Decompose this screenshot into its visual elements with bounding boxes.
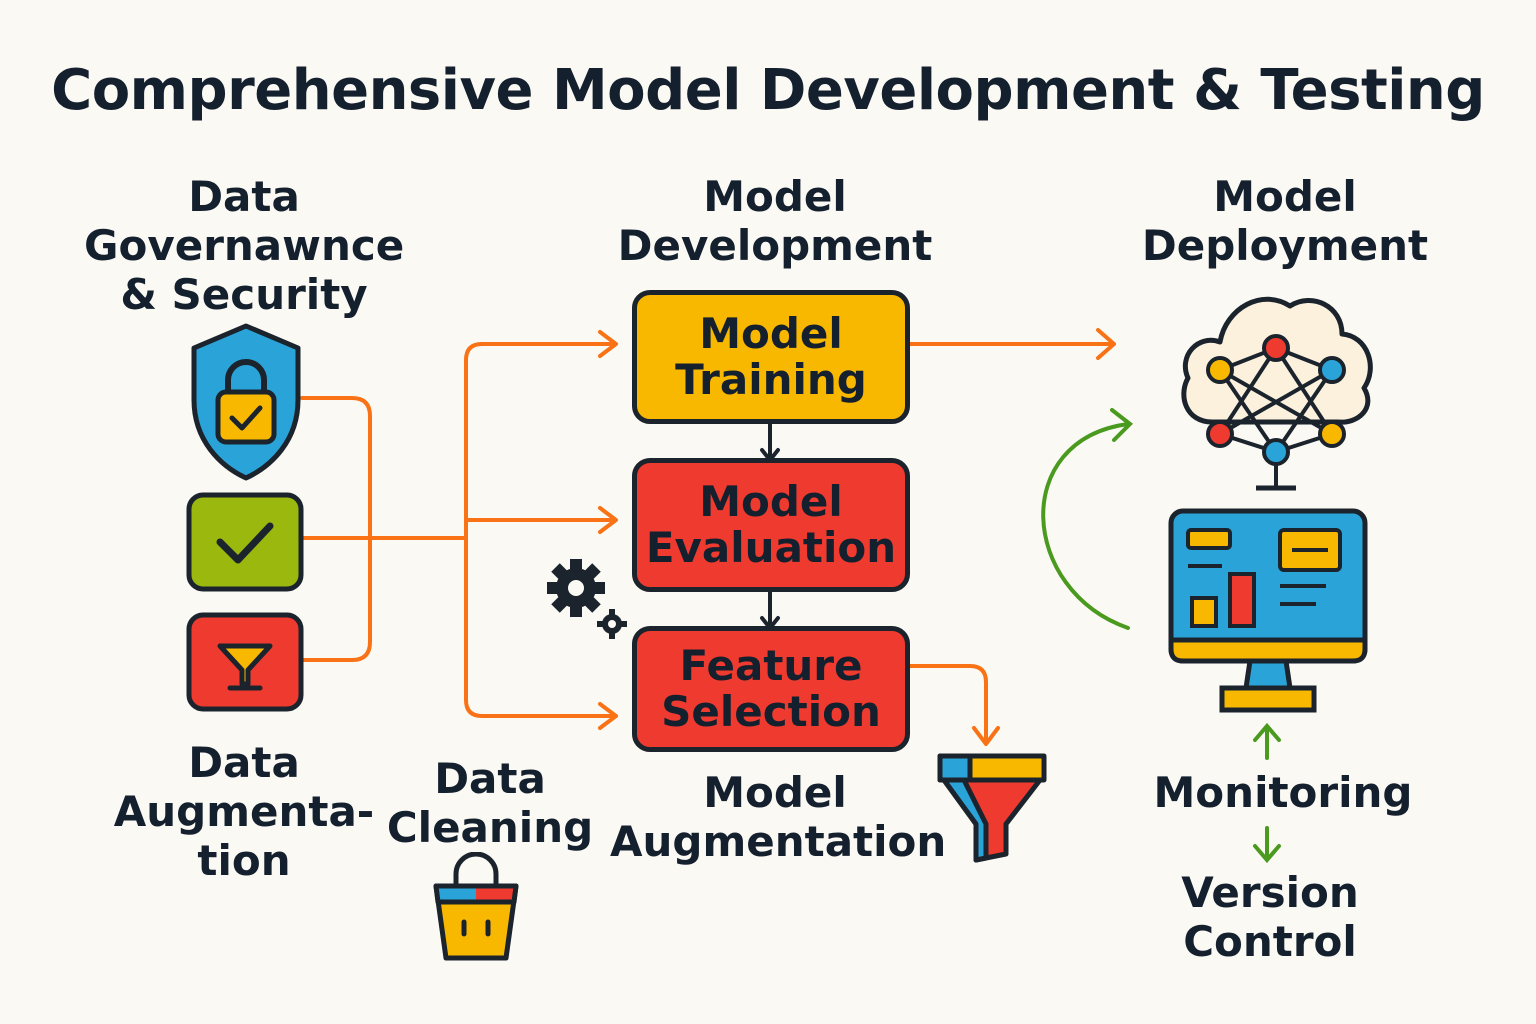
shield-lock-icon: [191, 323, 301, 481]
bracket-connector: [300, 396, 372, 662]
fork-trunk: [464, 342, 484, 718]
label-line: Control: [1183, 917, 1357, 966]
label-version-control: Version Control: [1150, 868, 1390, 966]
heading-governance: Data Governawnce & Security: [84, 172, 404, 319]
heading-governance-line: Data: [188, 172, 300, 221]
label-line: Cleaning: [386, 803, 594, 852]
label-line: Augmentation: [610, 817, 947, 866]
box-label: Model: [699, 309, 843, 358]
feature-selection-box[interactable]: Feature Selection: [632, 626, 910, 752]
cloud-network-icon: [1181, 296, 1373, 491]
label-monitoring: Monitoring: [1140, 768, 1426, 817]
bucket-icon: [433, 852, 519, 961]
heading-deployment-line: Deployment: [1141, 221, 1429, 270]
box-label: Model: [699, 477, 843, 526]
check-icon: [186, 492, 304, 592]
gears-icon: [547, 559, 627, 639]
box-label: Feature: [679, 641, 863, 690]
funnel-icon: [937, 753, 1047, 863]
box-label: Training: [675, 355, 867, 404]
heading-governance-line: & Security: [120, 270, 368, 319]
heading-development: Model Development: [610, 172, 940, 270]
label-model-augmentation: Model Augmentation: [610, 768, 947, 866]
page-title: Comprehensive Model Development & Testin…: [51, 58, 1485, 123]
model-evaluation-box[interactable]: Model Evaluation: [632, 458, 910, 592]
label-line: Data: [188, 738, 300, 787]
label-line: Augmenta-: [113, 787, 375, 836]
label-line: Model: [703, 768, 847, 817]
box-label: Evaluation: [645, 523, 897, 572]
heading-development-line: Development: [617, 221, 933, 270]
label-line: Version: [1181, 868, 1359, 917]
label-line: tion: [197, 836, 291, 885]
box-label: Selection: [661, 687, 881, 736]
label-line: Data: [434, 754, 546, 803]
arrow-to-funnel: [908, 664, 988, 742]
heading-deployment: Model Deployment: [1130, 172, 1440, 270]
label-data-cleaning: Data Cleaning: [380, 754, 600, 852]
label-data-augmentation: Data Augmenta- tion: [104, 738, 384, 885]
model-training-box[interactable]: Model Training: [632, 290, 910, 424]
feedback-arrow: [1041, 422, 1130, 630]
filter-icon: [186, 612, 304, 712]
heading-development-line: Model: [703, 172, 847, 221]
label-line: Monitoring: [1153, 768, 1413, 817]
heading-governance-line: Governawnce: [84, 221, 405, 270]
heading-deployment-line: Model: [1213, 172, 1357, 221]
monitor-dashboard-icon: [1168, 508, 1368, 713]
